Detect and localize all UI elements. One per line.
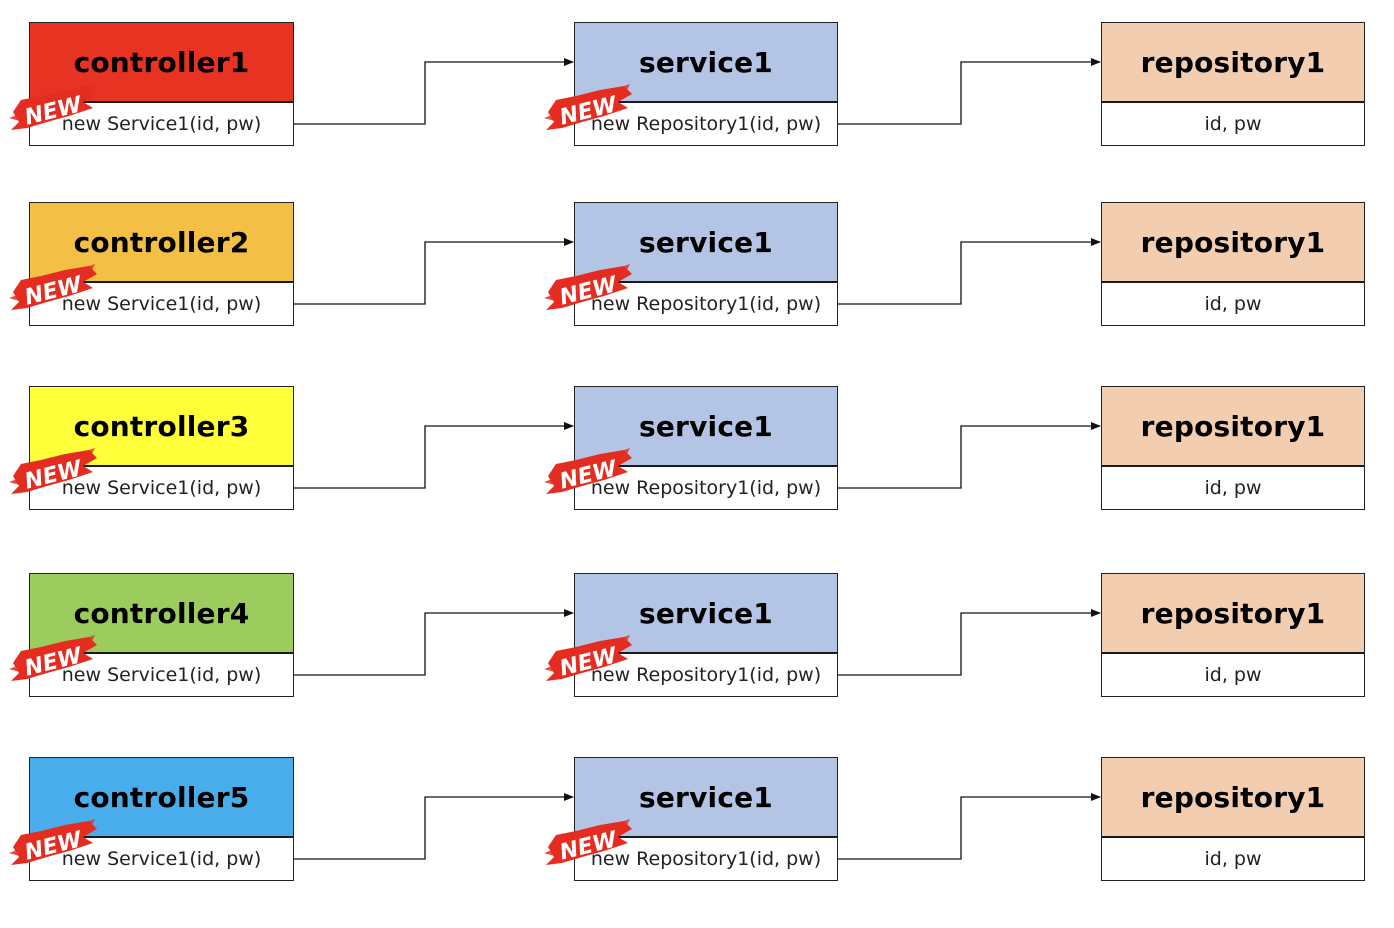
repository-body: id, pw xyxy=(1204,113,1262,135)
controller-title: controller5 xyxy=(30,758,293,838)
service-title: service1 xyxy=(575,758,837,838)
repository-body: id, pw xyxy=(1204,293,1262,315)
controller-body: new Service1(id, pw) xyxy=(61,664,262,686)
repository-title: repository1 xyxy=(1102,574,1364,654)
service-to-repository-arrow xyxy=(838,422,1101,489)
service-to-repository-arrow xyxy=(838,793,1101,860)
repository-body: id, pw xyxy=(1204,477,1262,499)
service-box: service1 new Repository1(id, pw) xyxy=(574,22,838,146)
controller-title: controller3 xyxy=(30,387,293,467)
repository-title: repository1 xyxy=(1102,387,1364,467)
service-box: service1 new Repository1(id, pw) xyxy=(574,386,838,510)
controller-to-service-arrow xyxy=(294,238,574,305)
service-title: service1 xyxy=(575,23,837,103)
controller-box: controller4 new Service1(id, pw) xyxy=(29,573,294,697)
repository-body: id, pw xyxy=(1204,848,1262,870)
controller-body: new Service1(id, pw) xyxy=(61,113,262,135)
service-title: service1 xyxy=(575,387,837,467)
controller-to-service-arrow xyxy=(294,58,574,125)
service-body: new Repository1(id, pw) xyxy=(590,293,822,315)
controller-title: controller4 xyxy=(30,574,293,654)
service-body: new Repository1(id, pw) xyxy=(590,848,822,870)
service-body: new Repository1(id, pw) xyxy=(590,477,822,499)
repository-title: repository1 xyxy=(1102,203,1364,283)
controller-body: new Service1(id, pw) xyxy=(61,848,262,870)
repository-box: repository1 id, pw xyxy=(1101,757,1365,881)
controller-title: controller1 xyxy=(30,23,293,103)
service-title: service1 xyxy=(575,574,837,654)
repository-box: repository1 id, pw xyxy=(1101,22,1365,146)
service-body: new Repository1(id, pw) xyxy=(590,664,822,686)
controller-to-service-arrow xyxy=(294,609,574,676)
repository-title: repository1 xyxy=(1102,23,1364,103)
controller-box: controller1 new Service1(id, pw) xyxy=(29,22,294,146)
repository-box: repository1 id, pw xyxy=(1101,573,1365,697)
repository-box: repository1 id, pw xyxy=(1101,386,1365,510)
service-to-repository-arrow xyxy=(838,238,1101,305)
controller-body: new Service1(id, pw) xyxy=(61,477,262,499)
service-title: service1 xyxy=(575,203,837,283)
repository-box: repository1 id, pw xyxy=(1101,202,1365,326)
controller-box: controller5 new Service1(id, pw) xyxy=(29,757,294,881)
service-to-repository-arrow xyxy=(838,58,1101,125)
controller-to-service-arrow xyxy=(294,422,574,489)
controller-box: controller2 new Service1(id, pw) xyxy=(29,202,294,326)
service-box: service1 new Repository1(id, pw) xyxy=(574,573,838,697)
controller-title: controller2 xyxy=(30,203,293,283)
repository-title: repository1 xyxy=(1102,758,1364,838)
service-box: service1 new Repository1(id, pw) xyxy=(574,202,838,326)
repository-body: id, pw xyxy=(1204,664,1262,686)
service-box: service1 new Repository1(id, pw) xyxy=(574,757,838,881)
controller-box: controller3 new Service1(id, pw) xyxy=(29,386,294,510)
controller-to-service-arrow xyxy=(294,793,574,860)
service-body: new Repository1(id, pw) xyxy=(590,113,822,135)
controller-body: new Service1(id, pw) xyxy=(61,293,262,315)
service-to-repository-arrow xyxy=(838,609,1101,676)
